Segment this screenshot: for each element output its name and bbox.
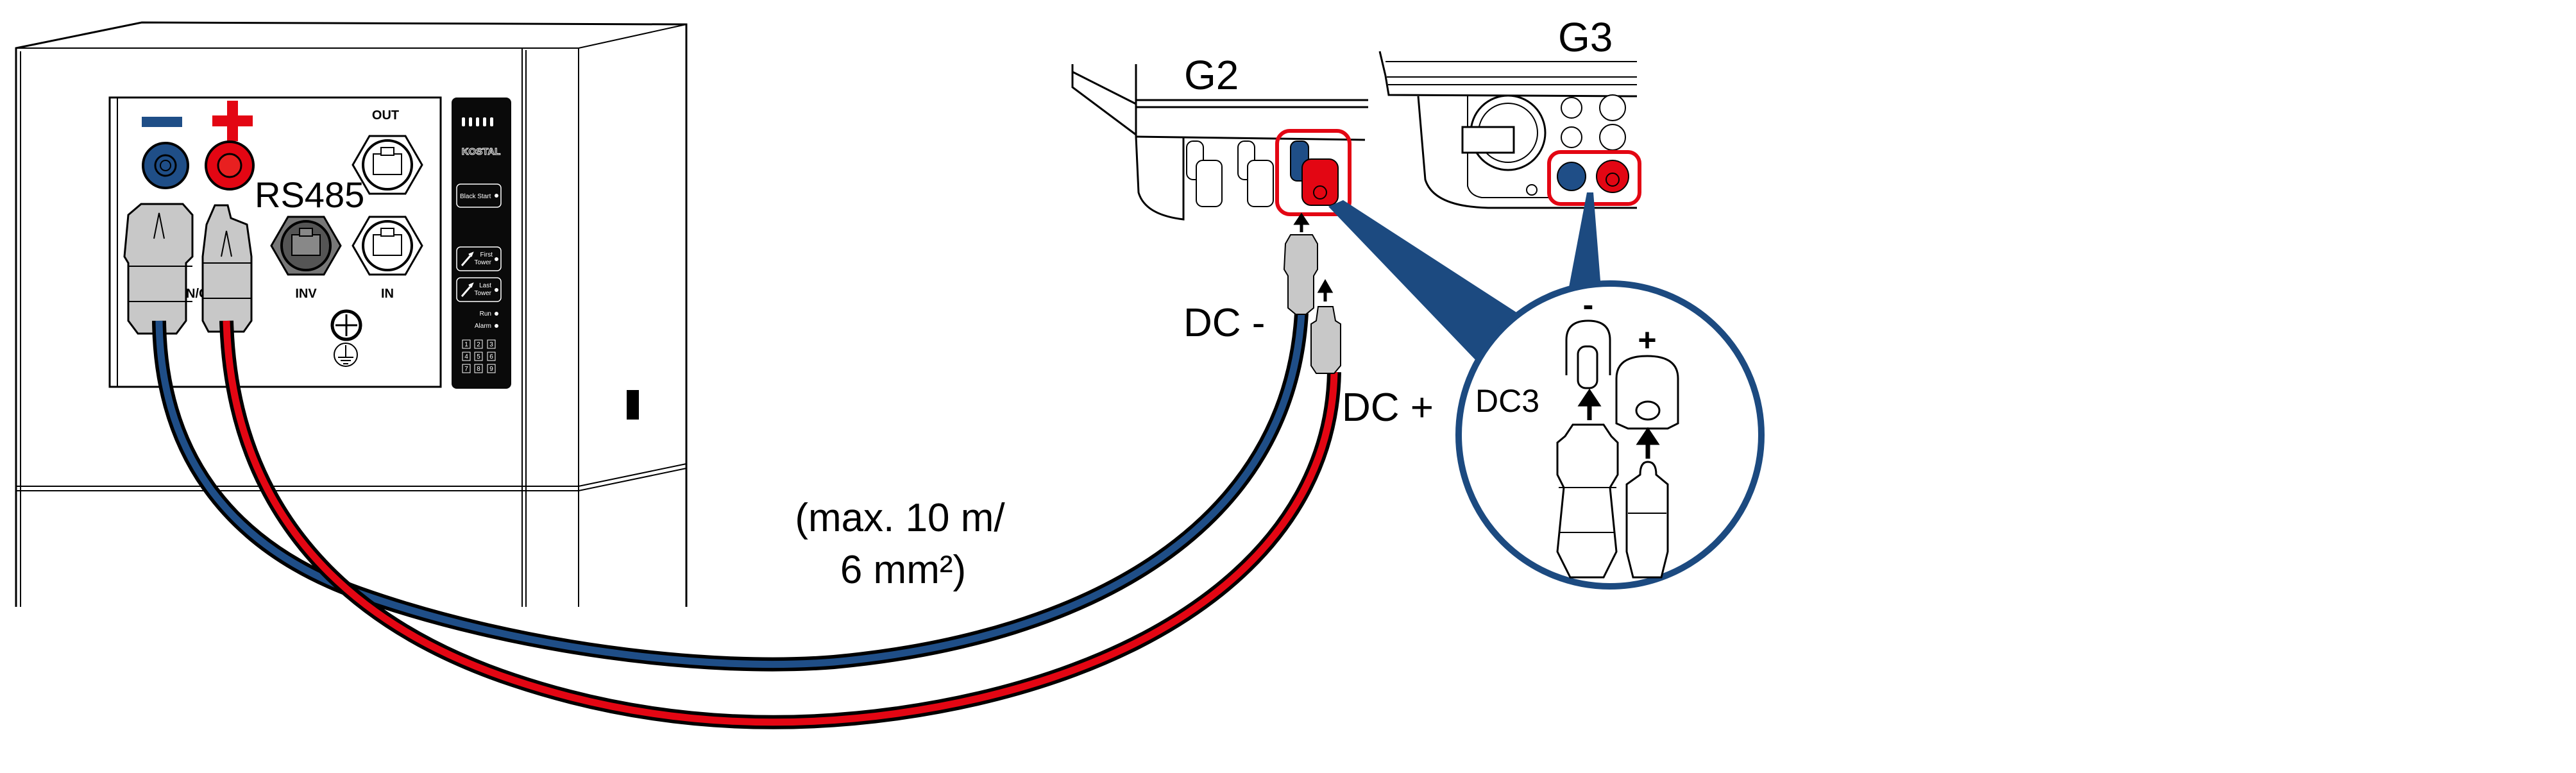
rs485-label: RS485 xyxy=(255,174,364,215)
first-tower-button[interactable]: First Tower xyxy=(456,246,502,271)
alarm-label: Alarm xyxy=(475,323,491,330)
dc-minus-cable xyxy=(152,312,1309,672)
arrow-up-icon xyxy=(1317,278,1334,302)
keypad-key-box xyxy=(462,364,471,373)
keypad-key-box xyxy=(487,339,496,349)
callout-pointer-g2 xyxy=(1328,200,1521,363)
g3-dc-switch[interactable] xyxy=(1461,94,1546,171)
keypad-key-box xyxy=(474,339,483,349)
g3-label: G3 xyxy=(1558,14,1613,60)
dc3-detail-callout: DC3 - + xyxy=(1328,192,1765,590)
detail-plus-connector xyxy=(1615,355,1679,579)
g3-dc3-minus-socket[interactable] xyxy=(1557,162,1586,191)
led-bars-icon xyxy=(462,117,493,126)
g3-dc3-highlight-box xyxy=(1547,150,1641,206)
cable-spec-line2: 6 mm²) xyxy=(840,548,966,592)
black-start-button[interactable]: Black Start xyxy=(456,183,502,208)
last-tower-label-line1: Last xyxy=(479,282,491,289)
last-tower-label-line2: Tower xyxy=(474,290,491,297)
run-label: Run xyxy=(480,310,491,318)
keypad-key: 5 xyxy=(477,353,480,361)
ground-symbol-icon xyxy=(334,343,358,367)
rs485-out-port[interactable] xyxy=(352,135,423,195)
arrow-up-icon xyxy=(1577,388,1602,420)
keypad-key-box xyxy=(474,352,483,361)
g2-plus-plug[interactable] xyxy=(1310,278,1341,374)
detail-minus-connector xyxy=(1556,319,1619,579)
battery-dc-plus-socket[interactable] xyxy=(205,140,255,191)
inverter-g3: G3 xyxy=(1378,14,1641,209)
g2-minus-plug[interactable] xyxy=(1283,212,1318,315)
in-port-label: IN xyxy=(381,287,394,301)
dc-minus-label: DC - xyxy=(1183,301,1265,345)
ground-terminal[interactable] xyxy=(330,309,362,341)
keypad-key: 9 xyxy=(489,366,493,373)
g3-dc-connectors[interactable] xyxy=(1557,94,1629,193)
minus-symbol-icon xyxy=(142,117,182,127)
keypad-key: 8 xyxy=(477,366,480,373)
rs485-inv-port[interactable] xyxy=(270,216,342,276)
black-start-label: Black Start xyxy=(460,193,491,200)
keypad-key: 7 xyxy=(464,366,468,373)
side-handle xyxy=(627,390,639,420)
arrow-up-icon xyxy=(1293,212,1310,232)
control-strip: KOSTAL Black Start First Tower Last Towe… xyxy=(452,98,511,389)
detail-plus-label: + xyxy=(1638,322,1656,358)
keypad-key-box xyxy=(487,364,496,373)
cable-spec-line1: (max. 10 m/ xyxy=(795,496,1005,540)
wrench-icon xyxy=(461,282,474,297)
arrow-up-icon xyxy=(1636,427,1660,459)
plus-symbol-icon xyxy=(212,101,253,141)
keypad-key-box xyxy=(462,339,471,349)
keypad-key: 2 xyxy=(477,341,480,348)
g3-dc3-plus-socket[interactable] xyxy=(1596,160,1629,193)
first-tower-label-line1: First xyxy=(480,251,493,259)
keypad-key: 4 xyxy=(464,353,468,361)
keypad-key: 1 xyxy=(464,341,468,348)
callout-pointer-g3 xyxy=(1568,192,1601,294)
keypad-key: 3 xyxy=(489,341,493,348)
wrench-icon xyxy=(461,251,474,266)
last-tower-button[interactable]: Last Tower xyxy=(456,277,502,302)
kostal-logo: KOSTAL xyxy=(462,146,501,157)
out-port-label: OUT xyxy=(372,108,399,123)
battery-dc-minus-socket[interactable] xyxy=(142,142,189,189)
battery-plus-plug[interactable] xyxy=(201,204,253,333)
keypad-key-box xyxy=(462,352,471,361)
keypad-key-box xyxy=(474,364,483,373)
keypad-key-box xyxy=(487,352,496,361)
address-keypad: 1 2 3 4 5 6 7 8 9 xyxy=(462,339,496,373)
dc-plus-cable xyxy=(219,320,1341,729)
keypad-key: 6 xyxy=(489,353,493,361)
dc3-label: DC3 xyxy=(1475,383,1539,419)
dc-plus-label: DC + xyxy=(1342,386,1434,430)
g2-dc3-plus-socket[interactable] xyxy=(1301,158,1339,206)
detail-minus-label: - xyxy=(1583,287,1594,323)
g2-dc-connectors[interactable] xyxy=(1186,140,1339,207)
g2-dc3-highlight-box xyxy=(1275,129,1352,216)
run-led xyxy=(495,312,498,316)
first-tower-label-line2: Tower xyxy=(474,259,491,266)
alarm-led xyxy=(495,324,498,328)
g2-label: G2 xyxy=(1184,52,1239,98)
rs485-in-port[interactable] xyxy=(352,216,423,276)
inv-port-label: INV xyxy=(295,287,317,301)
battery-minus-plug[interactable] xyxy=(123,203,194,335)
inverter-g2: G2 xyxy=(1071,52,1368,221)
